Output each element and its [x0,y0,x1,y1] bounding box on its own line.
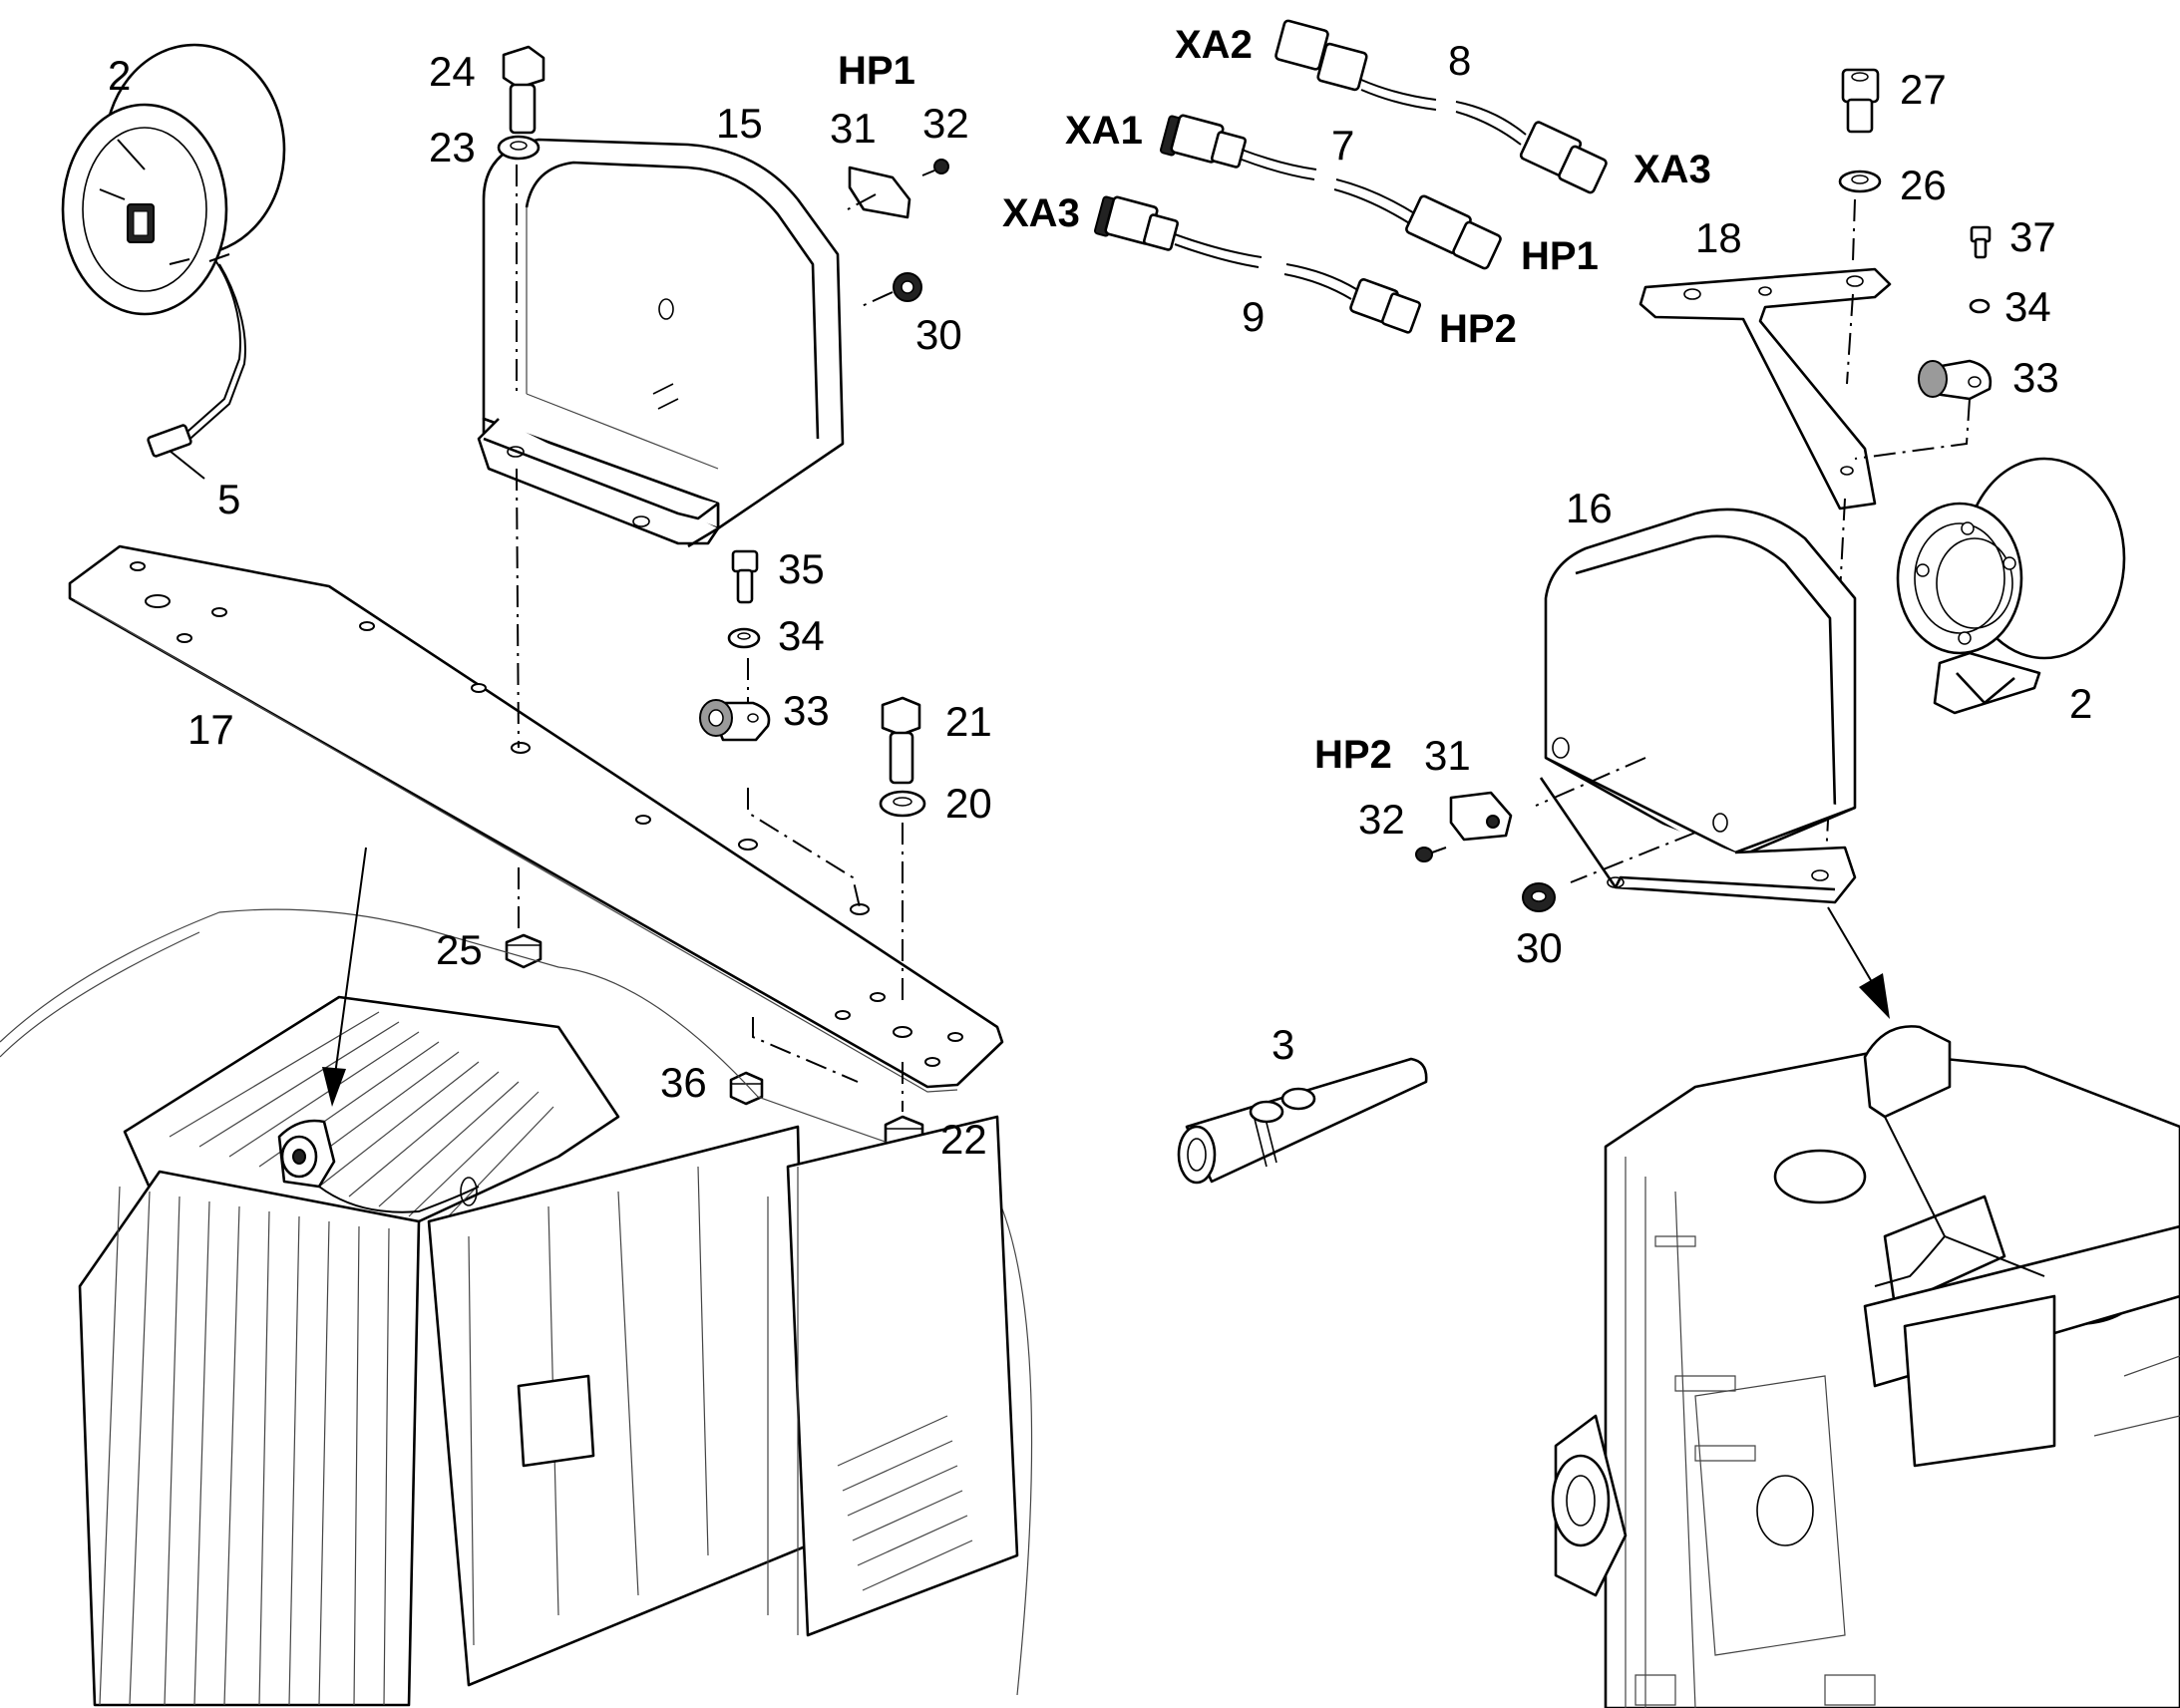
callout-label-plate-right: 31 [1424,732,1471,779]
callout-bolt-27: 27 [1900,66,1947,113]
callout-washer-34-left: 34 [778,612,825,659]
label-plate-left [848,166,911,219]
grommet-left [893,272,922,302]
horn-left [61,43,286,480]
washer-26 [1838,170,1882,193]
bolt-37 [1970,225,1992,259]
callout-cover-left: 15 [716,100,763,147]
callout-cable-xa2-xa3: 8 [1448,37,1471,84]
connector-hp1-cover: HP1 [838,49,915,93]
clamp-right [1918,359,1993,401]
callout-nut-22: 22 [940,1116,987,1163]
connector-hp2-cable: HP2 [1439,307,1517,351]
nut-25 [505,933,543,969]
label-plate-right [1449,791,1513,842]
pin [1177,1057,1428,1185]
clamp-left [699,699,771,742]
callout-grommet-right: 30 [1516,924,1563,971]
washer-20 [879,790,926,818]
bracket-t [1638,267,1892,511]
cable-xa2-xa3 [1274,19,1608,194]
bolt-21 [881,696,921,785]
bolt-27 [1841,68,1880,134]
screw-right [1415,847,1447,862]
horn-cover-right [1539,508,1857,904]
callout-washer-23: 23 [429,124,476,171]
callout-cable-xa1-hp1: 7 [1331,122,1354,169]
callout-horn-left: 2 [108,52,131,99]
mounting-plate-long [68,544,1004,1093]
connector-hp1-cable: HP1 [1521,234,1599,278]
callout-bolt-24: 24 [429,48,476,95]
callout-nut-36: 36 [660,1059,707,1106]
callout-bolt-35: 35 [778,545,825,592]
bolt-24 [502,45,545,135]
callout-screw-left: 32 [922,100,969,147]
callout-cable-xa3-hp2: 9 [1242,293,1265,340]
screw-left [921,159,949,176]
callout-washer-34-right: 34 [2004,283,2051,330]
callout-bolt-21: 21 [945,698,992,745]
machine-left-view [0,908,1033,1707]
connector-xa3-right: XA3 [1634,148,1711,191]
callout-clamp-right: 33 [2012,354,2059,401]
callout-clamp-left: 33 [783,687,830,734]
connector-xa1: XA1 [1065,109,1143,153]
callout-screw-right: 32 [1358,796,1405,843]
grommet-right [1522,882,1556,912]
connector-xa3-left: XA3 [1002,191,1080,235]
washer-34-right [1969,298,1991,314]
connector-hp2-cover: HP2 [1314,733,1392,777]
nut-36 [729,1071,764,1106]
callout-label-plate-left: 31 [830,105,877,152]
callout-cover-right: 16 [1566,485,1613,531]
callout-horn-plug: 5 [217,476,240,522]
callout-washer-20: 20 [945,780,992,827]
cable-xa3-hp2 [1093,195,1422,334]
horn-right [1896,457,2126,715]
horn-cover-left [477,138,845,548]
bolt-35 [731,549,759,604]
washer-34-left [727,627,761,649]
callout-washer-26: 26 [1900,162,1947,208]
callout-bolt-37: 37 [2009,213,2056,260]
callout-horn-right: 2 [2069,680,2092,727]
callout-grommet-left: 30 [915,311,962,358]
callout-bracket-t: 18 [1695,214,1742,261]
callout-plate-long: 17 [187,706,234,753]
washer-23 [497,135,541,161]
callout-nut-25: 25 [436,926,483,973]
connector-xa2: XA2 [1175,23,1253,67]
cable-xa1-hp1 [1159,114,1502,270]
callout-pin: 3 [1272,1021,1294,1068]
machine-right-view [1551,1025,2180,1708]
